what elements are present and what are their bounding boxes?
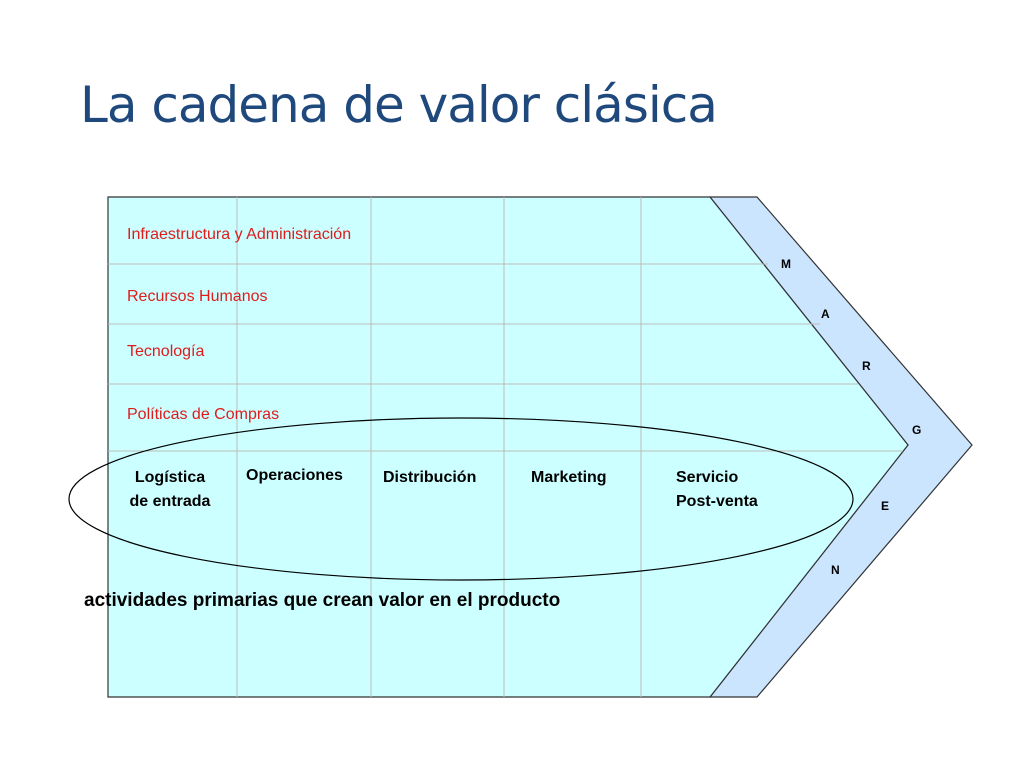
primary-activity-line: de entrada (129, 493, 211, 510)
margin-letter: G (912, 423, 922, 437)
margin-letter: N (831, 563, 840, 577)
margin-letter: A (821, 307, 830, 321)
primary-activities-caption: actividades primarias que crean valor en… (84, 590, 561, 611)
primary-activity-line: Post-venta (676, 493, 758, 510)
primary-activity-line: Distribución (383, 469, 477, 486)
support-activity-label: Infraestructura y Administración (127, 226, 352, 243)
margin-letter: E (881, 499, 890, 513)
margin-letter: R (862, 359, 871, 373)
support-activity-label: Recursos Humanos (127, 288, 268, 305)
primary-activity-line: Operaciones (246, 467, 343, 484)
primary-activity-servicio: Servicio Post-venta (676, 466, 758, 514)
slide-title: La cadena de valor clásica (80, 76, 718, 134)
support-activity-label: Tecnología (127, 343, 205, 360)
primary-activity-distribucion: Distribución (383, 466, 476, 490)
value-chain-body (107, 196, 909, 698)
primary-activity-line: Logística (134, 469, 206, 486)
support-activity-label: Políticas de Compras (127, 406, 280, 423)
primary-activity-marketing: Marketing (531, 466, 607, 490)
margin-letter: M (781, 257, 791, 271)
primary-activity-line: Servicio (676, 469, 739, 486)
primary-activity-operaciones: Operaciones (246, 464, 343, 488)
primary-activities-ellipse (68, 417, 854, 581)
primary-activity-line: Marketing (531, 469, 607, 486)
primary-activity-logistica: Logística de entrada (115, 466, 225, 514)
